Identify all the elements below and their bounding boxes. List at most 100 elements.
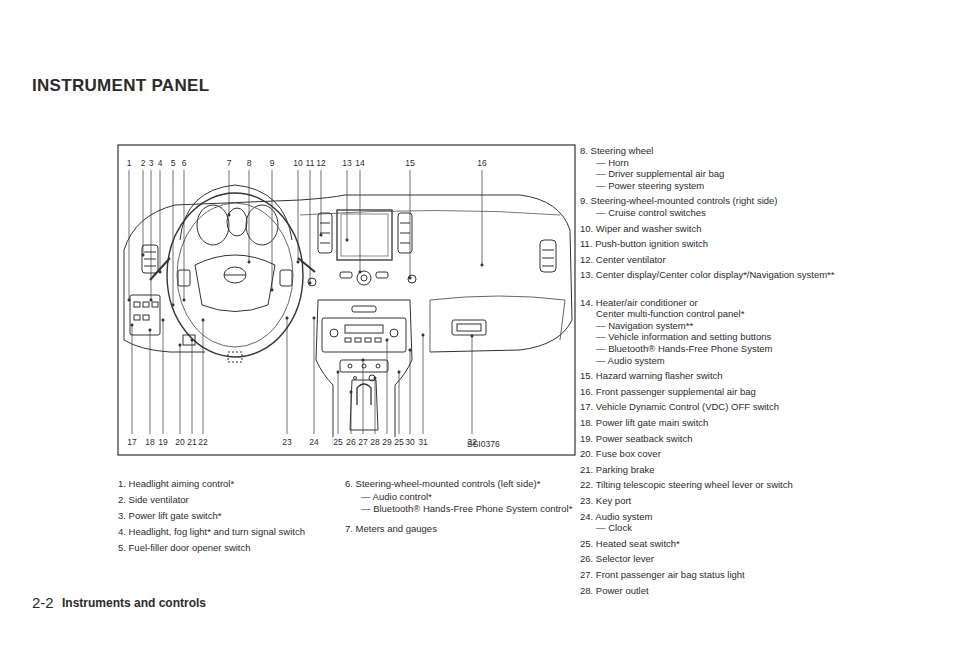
legend-item: 7. Meters and gauges (345, 523, 593, 535)
legend-item: — Vehicle information and setting button… (580, 331, 858, 343)
leader-line (129, 170, 130, 300)
legend-item: 24. Audio system (580, 511, 858, 523)
legend-item: 10. Wiper and washer switch (580, 223, 858, 235)
audio-panel (322, 318, 406, 352)
leader-dot (313, 317, 315, 319)
legend-item: 8. Steering wheel (580, 145, 858, 157)
leader-line (272, 170, 273, 290)
meter-gauge (197, 205, 229, 245)
leader-line (192, 340, 193, 434)
leader-line (347, 170, 348, 240)
legend-item: Center multi-function control panel* (580, 308, 858, 320)
ignition-switch (308, 278, 316, 286)
leader-line (360, 170, 361, 272)
control-knob (357, 271, 371, 285)
leader-dot (350, 391, 352, 393)
leader-line (203, 320, 204, 434)
legend-item: 3. Power lift gate switch* (118, 510, 360, 522)
leader-dot (409, 349, 411, 351)
figure-code: SSI0376 (467, 439, 500, 449)
leader-line (180, 345, 181, 434)
clock (352, 306, 376, 312)
leader-line (410, 350, 411, 434)
dash-crease (300, 211, 560, 216)
leader-line (163, 320, 164, 434)
leader-dot (471, 335, 473, 337)
leader-dot (359, 271, 361, 273)
legend-item: 14. Heater/air conditioner or (580, 297, 858, 309)
legend-item: 21. Parking brake (580, 464, 858, 476)
legend-item: 22. Tilting telescopic steering wheel le… (580, 479, 858, 491)
leader-line (249, 170, 250, 262)
callout-number: 17 (126, 437, 137, 447)
legend-item: 13. Center display/Center color display*… (580, 269, 858, 281)
wiper-stalk (298, 258, 315, 272)
legend-item: 19. Power seatback switch (580, 433, 858, 445)
leader-line (314, 318, 315, 434)
callout-number: 18 (144, 437, 155, 447)
legend-item: — Navigation system** (580, 320, 858, 332)
legend-item: — Audio system (580, 355, 858, 367)
leader-line (150, 330, 151, 434)
leader-line (387, 340, 388, 434)
glove-box (430, 296, 565, 352)
leader-line (310, 170, 311, 283)
emblem-bar (224, 275, 246, 276)
callout-number: 19 (157, 437, 168, 447)
leader-dot (409, 277, 411, 279)
leader-dot (162, 319, 164, 321)
legend-item: — Audio control* (345, 491, 593, 503)
side-ventilator (142, 245, 158, 273)
callout-number: 7 (226, 158, 233, 168)
leader-line (143, 170, 144, 255)
legend-item: 9. Steering-wheel-mounted controls (righ… (580, 195, 858, 207)
callout-number: 24 (308, 437, 319, 447)
leader-line (351, 392, 352, 434)
leader-line (321, 170, 322, 235)
leader-line (287, 318, 288, 434)
legend-item: — Power steering system (580, 180, 858, 192)
leader-dot (142, 254, 144, 256)
steering-wheel (167, 193, 303, 357)
leader-line (160, 170, 161, 272)
legend-item: — Driver supplemental air bag (580, 168, 858, 180)
callout-number: 11 (305, 158, 316, 168)
leader-dot (309, 282, 311, 284)
callout-number: 23 (281, 437, 292, 447)
leader-dot (150, 299, 152, 301)
leader-dot (481, 264, 483, 266)
steering-column (228, 352, 242, 362)
leader-dot (398, 371, 400, 373)
callout-number: 25 (332, 437, 343, 447)
center-display (337, 210, 392, 260)
meter-display (227, 208, 247, 236)
leader-line (229, 170, 230, 215)
shifter-gate (350, 380, 378, 430)
leader-line (151, 170, 152, 300)
leader-line (472, 336, 473, 434)
steering-hub (195, 255, 275, 312)
leader-dot (179, 344, 181, 346)
leader-line (132, 325, 133, 434)
leader-dot (149, 329, 151, 331)
switch-cluster-right (280, 270, 292, 286)
leader-dot (159, 271, 161, 273)
callout-number: 9 (269, 158, 276, 168)
callout-number: 8 (246, 158, 253, 168)
page-title: INSTRUMENT PANEL (32, 76, 209, 96)
leader-dot (183, 299, 185, 301)
callout-number: 12 (315, 158, 326, 168)
legend-item: 12. Center ventilator (580, 254, 858, 266)
callout-number: 14 (354, 158, 365, 168)
callout-number: 29 (381, 437, 392, 447)
leader-line (173, 170, 174, 305)
legend-item: 28. Power outlet (580, 585, 858, 597)
leader-line (410, 170, 411, 278)
leader-dot (172, 304, 174, 306)
dashboard-left (124, 250, 205, 352)
legend-item: 4. Headlight, fog light* and turn signal… (118, 526, 360, 538)
callout-number: 13 (341, 158, 352, 168)
leader-dot (228, 214, 230, 216)
legend-item: — Bluetooth® Hands-Free Phone System con… (345, 503, 593, 515)
